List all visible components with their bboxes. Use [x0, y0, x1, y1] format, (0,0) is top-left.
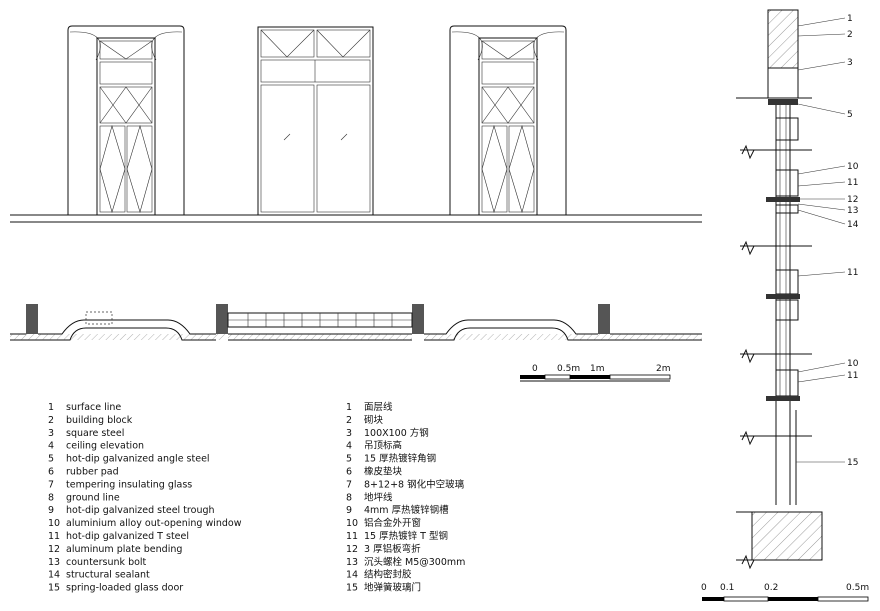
legend-cn-item-text: 吊顶标高: [364, 440, 402, 452]
legend-cn-item-number: 8: [346, 492, 352, 503]
legend-cn-item-text: 3 厚铝板弯折: [364, 543, 421, 555]
callout-12: 12: [847, 195, 858, 205]
plan-view: [10, 304, 702, 341]
scale-label-2m: 2m: [656, 364, 671, 374]
legend-cn-item-number: 1: [346, 402, 352, 413]
legend-en-item-text: building block: [66, 415, 133, 426]
legend-cn-item-text: 4mm 厚热镀锌钢槽: [364, 504, 449, 516]
legend-en-item-number: 4: [48, 441, 54, 452]
callout-11-middle: 11: [847, 268, 858, 278]
legend-cn-item-text: 橡皮垫块: [364, 466, 403, 478]
legend-cn-item-text: 15 厚热镀锌角钢: [364, 453, 436, 465]
legend-cn-item-text: 地坪线: [364, 491, 393, 503]
legend-cn-item-number: 14: [346, 570, 358, 581]
legend-en-item-number: 11: [48, 531, 60, 542]
plan-wall-right: [598, 304, 610, 334]
callout-10-lower: 10: [847, 359, 859, 369]
legend-en-item-text: aluminium alloy out-opening window: [66, 518, 242, 529]
legend-cn-item-number: 10: [346, 518, 358, 529]
legend-cn-item-text: 15 厚热镀锌 T 型钢: [364, 530, 448, 542]
scale-label-0-5m: 0.5m: [557, 364, 580, 374]
legend-en-item-number: 8: [48, 492, 54, 503]
callout-1: 1: [847, 14, 853, 24]
legend-en-item-number: 6: [48, 467, 54, 478]
legend-en-item-text: ceiling elevation: [66, 441, 144, 452]
elevation-view: [10, 25, 702, 223]
legend-en-item-text: tempering insulating glass: [66, 479, 192, 490]
center-double-door: [257, 26, 374, 216]
legend-en-item-text: square steel: [66, 428, 124, 439]
legend-en-item-number: 14: [48, 570, 60, 581]
legend-cn-item-number: 13: [346, 557, 358, 568]
legend-en-item-number: 2: [48, 415, 54, 426]
legend-cn-item-number: 3: [346, 428, 352, 439]
scale-label-0: 0: [532, 364, 538, 374]
scale-label-1m: 1m: [590, 364, 605, 374]
legend-en-item-number: 10: [48, 518, 60, 529]
legend-cn-item-number: 4: [346, 441, 352, 452]
legend-cn-item-text: 100X100 方钢: [364, 427, 429, 439]
legend-en-item-number: 12: [48, 544, 60, 555]
plan-wall-center-right: [412, 304, 424, 334]
callout-14: 14: [847, 220, 859, 230]
legend-cn-item-number: 5: [346, 454, 352, 465]
callout-3: 3: [847, 58, 853, 68]
legend-en-item-number: 3: [48, 428, 54, 439]
section-scale-0-1: 0.1: [720, 583, 734, 593]
legend-cn-item-text: 8+12+8 钢化中空玻璃: [364, 478, 464, 490]
legend-en-item-text: aluminum plate bending: [66, 544, 182, 555]
legend-cn-item-number: 7: [346, 479, 352, 490]
callout-2: 2: [847, 30, 853, 40]
plan-wall-left: [26, 304, 38, 334]
legend-en-item-text: hot-dip galvanized steel trough: [66, 505, 215, 516]
legend-cn-item-text: 沉头螺栓 M5@300mm: [364, 556, 465, 568]
legend-cn-item-number: 9: [346, 505, 352, 516]
legend-en-item-number: 5: [48, 454, 54, 465]
legend-en-item-text: countersunk bolt: [66, 557, 147, 568]
legend-en-item-number: 13: [48, 557, 60, 568]
legend-en-item-number: 15: [48, 583, 60, 594]
legend-cn-item-number: 12: [346, 544, 358, 555]
legend-english: 1 surface line 2 building block 3 square stee…: [48, 402, 242, 594]
section-scale-0-2: 0.2: [764, 583, 778, 593]
section-scale-0-5m: 0.5m: [846, 583, 869, 593]
legend-en-item-number: 9: [48, 505, 54, 516]
legend-en-item-text: rubber pad: [66, 467, 119, 478]
legend-cn-item-text: 铝合金外开窗: [364, 517, 421, 529]
legend-cn-item-text: 结构密封胶: [364, 569, 412, 581]
legend-cn-item-text: 地弹簧玻璃门: [364, 582, 421, 594]
callout-10-upper: 10: [847, 162, 859, 172]
legend-en-item-text: hot-dip galvanized angle steel: [66, 454, 210, 465]
legend-en-item-text: surface line: [66, 402, 121, 413]
legend-cn-item-number: 2: [346, 415, 352, 426]
legend-cn-item-text: 面层线: [364, 401, 393, 413]
legend-cn-item-number: 6: [346, 467, 352, 478]
plan-wall-center-left: [216, 304, 228, 334]
scale-bar-main: 0 0.5m 1m 2m: [520, 364, 671, 382]
callout-11-upper: 11: [847, 178, 858, 188]
legend-en-item-text: hot-dip galvanized T steel: [66, 531, 189, 542]
legend-en-item-text: spring-loaded glass door: [66, 583, 183, 594]
callout-11-lower: 11: [847, 371, 858, 381]
legend-chinese: 1 面层线 2 砌块 3 100X100 方钢 4 吊顶标高 5 15 厚热镀锌角钢 6 橡皮垫块 7 8…: [346, 401, 465, 594]
left-arched-door: [67, 25, 185, 216]
right-arched-door: [449, 25, 567, 216]
legend-en-item-text: structural sealant: [66, 570, 150, 581]
section-detail: 1 2 3 5 10 11 12 13 14 11 10 11 15: [736, 9, 859, 570]
callout-5: 5: [847, 110, 853, 120]
scale-bar-section: 0 0.1 0.2 0.5m: [701, 583, 869, 602]
legend-cn-item-number: 11: [346, 531, 358, 542]
legend-en-item-number: 7: [48, 479, 54, 490]
legend-cn-item-number: 15: [346, 583, 358, 594]
legend-en-item-number: 1: [48, 402, 54, 413]
callout-15: 15: [847, 458, 858, 468]
legend-en-item-text: ground line: [66, 492, 120, 503]
section-scale-0: 0: [701, 583, 707, 593]
callout-13: 13: [847, 206, 858, 216]
legend-cn-item-text: 砌块: [364, 414, 384, 426]
